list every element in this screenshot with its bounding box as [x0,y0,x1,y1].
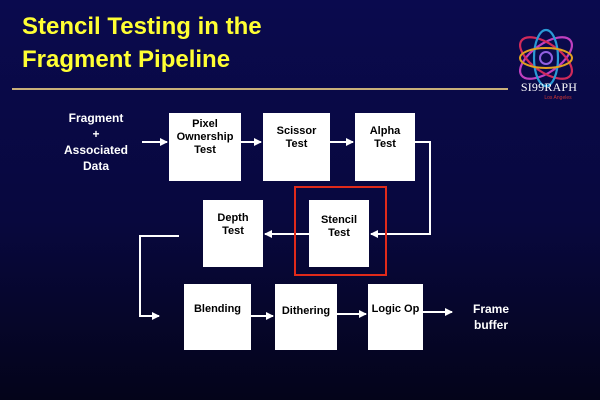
logic-op-box: Logic Op [368,284,423,350]
logo-wordmark: SI99RAPH [520,80,578,94]
arrow-depth-to-blending [139,235,179,320]
stencil-test-box: Stencil Test [309,200,369,267]
slide-title: Stencil Testing in the Fragment Pipeline [22,10,492,76]
arrow-alpha-to-stencil [370,141,431,238]
scissor-test-box: Scissor Test [263,113,330,181]
siggraph-rings-logo-icon [519,28,573,88]
dithering-box: Dithering [275,284,337,350]
input-label: Fragment + Associated Data [63,111,129,173]
stencil-highlight-frame [294,186,387,276]
logo-subtext: Los Angeles [544,95,572,101]
depth-test-box: Depth Test [203,200,263,267]
blending-box: Blending [184,284,251,350]
title-line-1: Stencil Testing in the [22,13,262,40]
framebuffer-label: Frame buffer [472,302,510,332]
title-line-2: Fragment Pipeline [22,46,231,73]
pixel-ownership-test-box: Pixel Ownership Test [169,113,241,181]
alpha-test-box: Alpha Test [355,113,415,181]
title-divider [12,88,508,90]
